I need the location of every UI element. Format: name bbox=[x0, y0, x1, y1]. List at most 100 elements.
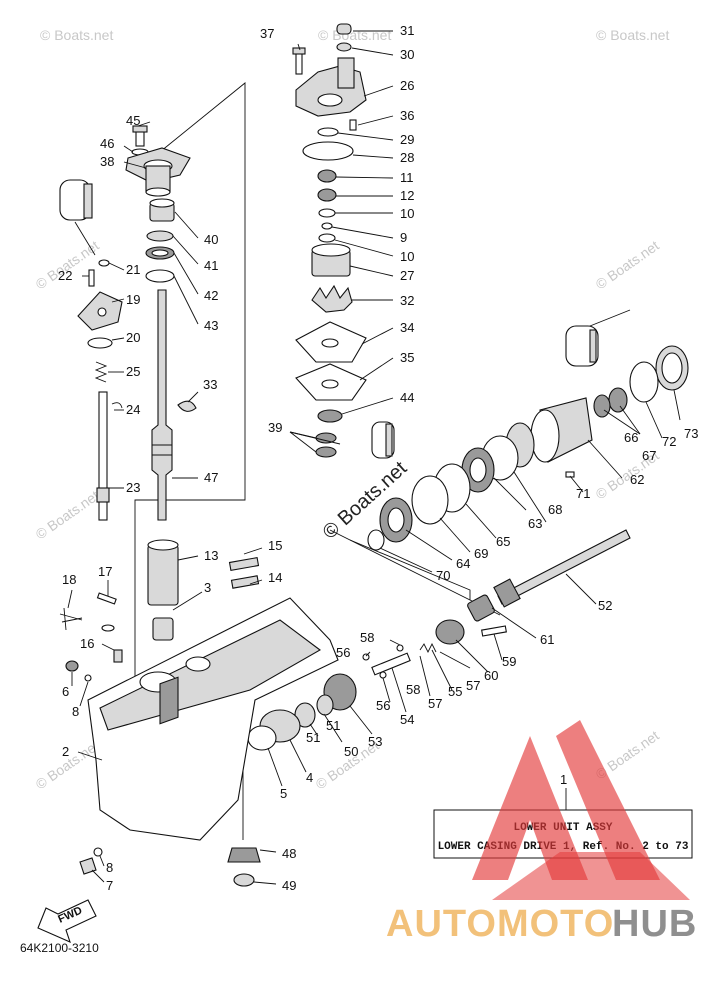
callout-31: 31 bbox=[400, 23, 414, 38]
water-pump-stack bbox=[292, 23, 395, 459]
callout-6: 6 bbox=[62, 684, 69, 699]
callout-60: 60 bbox=[484, 668, 498, 683]
callout-57: 57 bbox=[466, 678, 480, 693]
callout-14: 14 bbox=[268, 570, 282, 585]
callout-25: 25 bbox=[126, 364, 140, 379]
callout-37: 37 bbox=[260, 26, 274, 41]
callout-12: 12 bbox=[400, 188, 414, 203]
callout-3: 3 bbox=[204, 580, 211, 595]
callout-9: 9 bbox=[400, 230, 407, 245]
guide-lines bbox=[134, 82, 631, 840]
callout-42: 42 bbox=[204, 288, 218, 303]
callout-58: 58 bbox=[360, 630, 374, 645]
callout-66: 66 bbox=[624, 430, 638, 445]
callout-23: 23 bbox=[126, 480, 140, 495]
watermark: © Boats.net bbox=[593, 237, 662, 292]
prop-shaft-housing bbox=[367, 325, 689, 551]
shift-rod-group bbox=[59, 179, 123, 521]
callout-62: 62 bbox=[630, 472, 644, 487]
automotohub-logo: AUTOMOTO HUB bbox=[386, 720, 697, 945]
callout-8: 8 bbox=[72, 704, 79, 719]
watermark: © Boats.net bbox=[596, 27, 669, 43]
callout-47: 47 bbox=[204, 470, 218, 485]
drive-shaft-stack bbox=[125, 125, 197, 641]
callout-1: 1 bbox=[560, 772, 567, 787]
callout-21: 21 bbox=[126, 262, 140, 277]
callout-61: 61 bbox=[540, 632, 554, 647]
callout-70: 70 bbox=[436, 568, 450, 583]
callout-27: 27 bbox=[400, 268, 414, 283]
watermark: © Boats.net bbox=[40, 27, 113, 43]
callout-68: 68 bbox=[548, 502, 562, 517]
callout-53: 53 bbox=[368, 734, 382, 749]
callout-33: 33 bbox=[203, 377, 217, 392]
callout-4: 4 bbox=[306, 770, 313, 785]
fwd-arrow: FWD bbox=[37, 899, 97, 943]
callout-56: 56 bbox=[336, 645, 350, 660]
callout-45: 45 bbox=[126, 113, 140, 128]
callout-41: 41 bbox=[204, 258, 218, 273]
callout-24: 24 bbox=[126, 402, 140, 417]
watermark: © Boats.net bbox=[33, 487, 102, 542]
diagram-code: 64K2100-3210 bbox=[20, 941, 99, 955]
callout-72: 72 bbox=[662, 434, 676, 449]
callout-2: 2 bbox=[62, 744, 69, 759]
callout-54: 54 bbox=[400, 712, 414, 727]
logo-triangle-right bbox=[556, 720, 660, 880]
callout-51: 51 bbox=[306, 730, 320, 745]
callout-8: 8 bbox=[106, 860, 113, 875]
callout-22: 22 bbox=[58, 268, 72, 283]
callout-17: 17 bbox=[98, 564, 112, 579]
callout-38: 38 bbox=[100, 154, 114, 169]
callout-36: 36 bbox=[400, 108, 414, 123]
callout-58: 58 bbox=[406, 682, 420, 697]
callout-7: 7 bbox=[106, 878, 113, 893]
lower-casing bbox=[59, 556, 339, 887]
callout-40: 40 bbox=[204, 232, 218, 247]
callout-18: 18 bbox=[62, 572, 76, 587]
callout-39: 39 bbox=[268, 420, 282, 435]
callout-49: 49 bbox=[282, 878, 296, 893]
callout-19: 19 bbox=[126, 292, 140, 307]
callout-34: 34 bbox=[400, 320, 414, 335]
callout-67: 67 bbox=[642, 448, 656, 463]
callout-35: 35 bbox=[400, 350, 414, 365]
callout-63: 63 bbox=[528, 516, 542, 531]
callout-20: 20 bbox=[126, 330, 140, 345]
watermark: © Boats.net bbox=[318, 27, 391, 43]
callout-26: 26 bbox=[400, 78, 414, 93]
callout-69: 69 bbox=[474, 546, 488, 561]
callout-46: 46 bbox=[100, 136, 114, 151]
propeller-shaft bbox=[247, 529, 631, 751]
callout-28: 28 bbox=[400, 150, 414, 165]
callout-51: 51 bbox=[326, 718, 340, 733]
callout-55: 55 bbox=[448, 684, 462, 699]
logo-text-automoto: AUTOMOTO bbox=[386, 903, 614, 945]
callout-43: 43 bbox=[204, 318, 218, 333]
callout-48: 48 bbox=[282, 846, 296, 861]
callout-5: 5 bbox=[280, 786, 287, 801]
callout-50: 50 bbox=[344, 744, 358, 759]
callout-labels: 31 30 37 26 36 29 28 11 12 10 9 10 27 32… bbox=[58, 23, 698, 893]
callout-29: 29 bbox=[400, 132, 414, 147]
callout-57: 57 bbox=[428, 696, 442, 711]
callout-11: 11 bbox=[400, 170, 414, 185]
logo-text-hub: HUB bbox=[612, 903, 697, 945]
logo-triangle-left bbox=[472, 736, 588, 880]
callout-10: 10 bbox=[400, 206, 414, 221]
callout-10: 10 bbox=[400, 249, 414, 264]
callout-65: 65 bbox=[496, 534, 510, 549]
callout-52: 52 bbox=[598, 598, 612, 613]
callout-44: 44 bbox=[400, 390, 414, 405]
callout-59: 59 bbox=[502, 654, 516, 669]
callout-16: 16 bbox=[80, 636, 94, 651]
callout-71: 71 bbox=[576, 486, 590, 501]
callout-56: 56 bbox=[376, 698, 390, 713]
callout-73: 73 bbox=[684, 426, 698, 441]
callout-15: 15 bbox=[268, 538, 282, 553]
callout-32: 32 bbox=[400, 293, 414, 308]
leader-lines bbox=[67, 30, 681, 885]
callout-64: 64 bbox=[456, 556, 470, 571]
callout-30: 30 bbox=[400, 47, 414, 62]
